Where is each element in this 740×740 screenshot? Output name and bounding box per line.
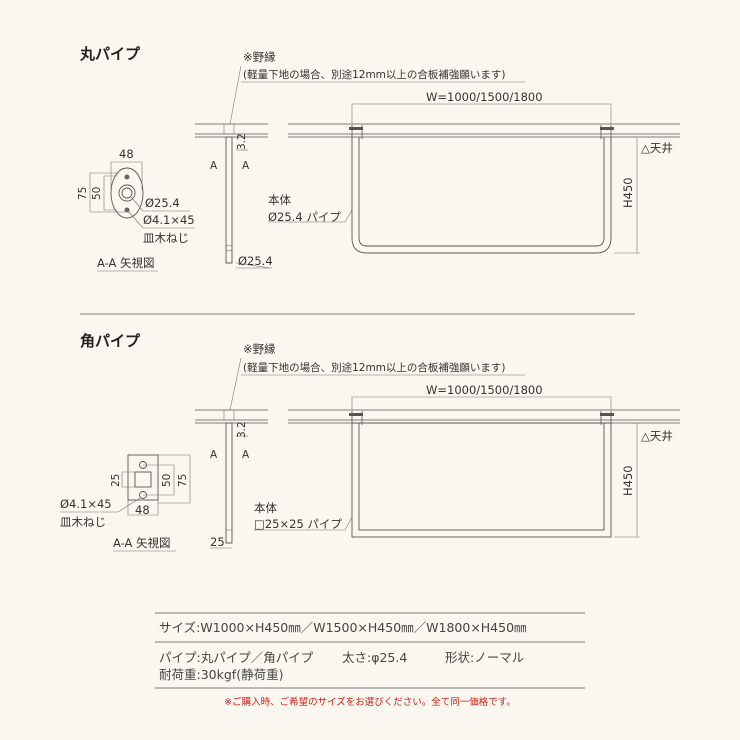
screw-label: Ø4.1×45	[60, 497, 112, 511]
ceiling-label: △天井	[641, 429, 673, 443]
body-label: 本体	[254, 501, 277, 515]
hole-pitch: 50	[161, 474, 173, 487]
front-pipe	[254, 396, 640, 538]
section-mark-left: A	[210, 449, 218, 461]
hole-pitch: 50	[91, 187, 103, 200]
nobuchi-note: (軽量下地の場合、別途12mm以上の合板補強願います)	[243, 68, 506, 81]
gap-dimension: 3.2	[236, 133, 248, 150]
section-title: 角パイプ	[80, 332, 141, 350]
section-title: 丸パイプ	[79, 45, 141, 63]
side-pipe	[210, 422, 248, 549]
gap-dimension: 3.2	[236, 421, 248, 438]
width-label: W=1000/1500/1800	[426, 90, 543, 104]
spec-pipe: パイプ:丸パイプ／角パイプ	[159, 650, 314, 665]
side-dia-label: Ø25.4	[238, 254, 273, 268]
ceiling-lines	[195, 123, 680, 138]
ceiling-lines	[195, 409, 680, 424]
side-size-label: 25	[210, 535, 225, 549]
section-mark-left: A	[210, 160, 218, 172]
purchase-note: ※ご購入時、ご希望のサイズをお選びください。全て同一価格です。	[224, 696, 516, 708]
section-mark-right: A	[242, 160, 250, 172]
leader-line	[229, 65, 242, 125]
screw-label: Ø4.1×45	[143, 213, 195, 227]
height-label: H450	[621, 177, 635, 208]
square-pipe-section: 角パイプ ※野縁 (軽量下地の場合、別途12mm以上の合板補強願います) 3.2…	[60, 332, 680, 552]
spec-load: 耐荷重:30kgf(静荷重)	[159, 667, 283, 682]
width-label: W=1000/1500/1800	[426, 383, 543, 397]
front-pipe	[268, 103, 640, 254]
plate-height: 75	[177, 474, 189, 487]
view-label: A-A 矢視図	[97, 256, 155, 270]
section-mark-right: A	[242, 449, 250, 461]
spec-table: サイズ:W1000×H450㎜／W1500×H450㎜／W1800×H450㎜ …	[155, 612, 585, 708]
spec-size: サイズ:W1000×H450㎜／W1500×H450㎜／W1800×H450㎜	[159, 620, 527, 635]
plate-height: 75	[77, 187, 89, 200]
spec-shape: 形状:ノーマル	[445, 650, 524, 665]
nobuchi-note: (軽量下地の場合、別途12mm以上の合板補強願います)	[243, 361, 506, 374]
side-pipe	[225, 136, 271, 269]
body-pipe-label: Ø25.4 パイプ	[268, 210, 341, 224]
pipe-dia-label: Ø25.4	[145, 196, 180, 210]
view-label: A-A 矢視図	[113, 536, 171, 550]
screw-type-label: 皿木ねじ	[143, 231, 189, 245]
body-pipe-label: □25×25 パイプ	[254, 517, 342, 531]
plate-width: 48	[119, 147, 134, 161]
height-label: H450	[621, 465, 635, 496]
oval-plate	[89, 161, 195, 229]
screw-type-label: 皿木ねじ	[60, 515, 106, 529]
body-label: 本体	[268, 193, 291, 207]
spec-thickness: 太さ:φ25.4	[342, 650, 407, 665]
square-plate	[60, 454, 191, 516]
pipe-size-dim: 25	[110, 474, 122, 487]
round-pipe-section: 丸パイプ ※野縁 (軽量下地の場合、別途12mm以上の合板補強願います) 3.2…	[77, 45, 680, 272]
plate-width: 48	[135, 503, 150, 517]
ceiling-label: △天井	[641, 141, 673, 155]
nobuchi-label: ※野縁	[243, 342, 276, 356]
nobuchi-label: ※野縁	[243, 50, 276, 64]
